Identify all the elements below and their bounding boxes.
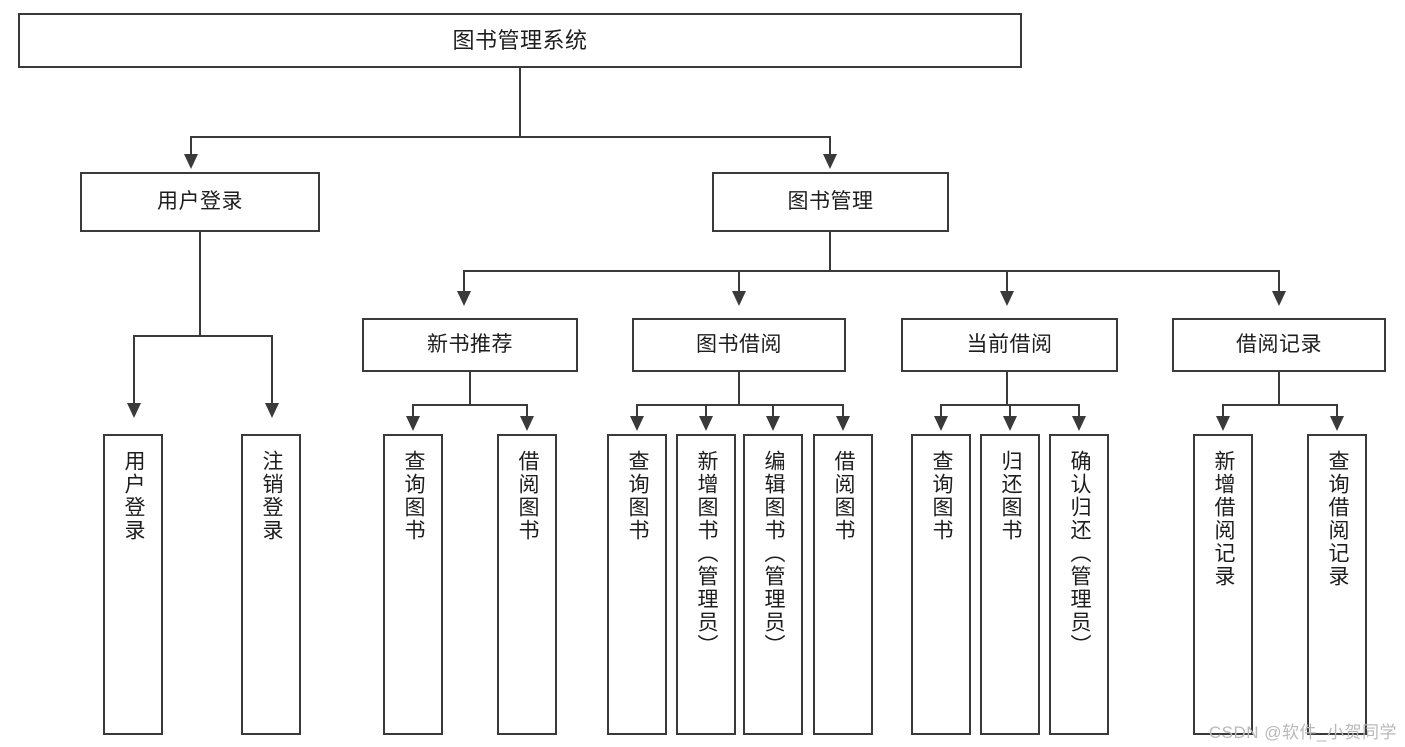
node-label: 新增图书（管理员） bbox=[695, 450, 719, 657]
arrowhead-leaf-borrow-book-1 bbox=[520, 416, 534, 431]
node-label: 图书借阅 bbox=[696, 332, 782, 356]
leaf-borrow-book-recommend[interactable]: 借阅图书 bbox=[497, 434, 557, 735]
connector-level2-bus bbox=[190, 136, 831, 138]
connector-user-login-bus bbox=[133, 335, 273, 337]
node-label: 图书管理系统 bbox=[452, 27, 588, 53]
leaf-query-borrow-record[interactable]: 查询借阅记录 bbox=[1307, 434, 1367, 735]
node-new-book-recommend[interactable]: 新书推荐 bbox=[362, 318, 578, 372]
node-label: 新增借阅记录 bbox=[1212, 450, 1236, 588]
arrowhead-new-book bbox=[457, 291, 471, 306]
node-book-borrow[interactable]: 图书借阅 bbox=[632, 318, 846, 372]
node-label: 新书推荐 bbox=[427, 332, 513, 356]
arrowhead-book-manage bbox=[823, 154, 837, 169]
leaf-logout[interactable]: 注销登录 bbox=[241, 434, 301, 735]
leaf-edit-book-admin[interactable]: 编辑图书（管理员） bbox=[743, 434, 803, 735]
connector-borrow-record-drop-1 bbox=[1222, 404, 1224, 418]
connector-current-borrow-drop-1 bbox=[940, 404, 942, 418]
node-book-management[interactable]: 图书管理 bbox=[712, 172, 949, 232]
arrowhead-leaf-return-book bbox=[1003, 416, 1017, 431]
leaf-borrow-book[interactable]: 借阅图书 bbox=[813, 434, 873, 735]
node-user-login[interactable]: 用户登录 bbox=[80, 172, 320, 232]
node-label: 查询图书 bbox=[626, 450, 650, 542]
arrowhead-user-login bbox=[184, 154, 198, 169]
node-label: 当前借阅 bbox=[966, 332, 1053, 356]
node-label: 用户登录 bbox=[157, 189, 243, 213]
connector-book-borrow-drop-1 bbox=[636, 404, 638, 418]
connector-new-book-bus bbox=[412, 404, 528, 406]
connector-new-book-drop-1 bbox=[412, 404, 414, 418]
connector-book-manage-stem bbox=[829, 232, 831, 272]
arrowhead-book-borrow bbox=[732, 291, 746, 306]
connector-to-new-book bbox=[463, 270, 465, 293]
connector-user-login-drop-2 bbox=[271, 335, 273, 405]
node-label: 借阅图书 bbox=[516, 450, 540, 542]
node-label: 注销登录 bbox=[260, 450, 284, 542]
arrowhead-current-borrow bbox=[1000, 291, 1014, 306]
arrowhead-leaf-add-record bbox=[1216, 416, 1230, 431]
node-borrow-record[interactable]: 借阅记录 bbox=[1172, 318, 1386, 372]
leaf-query-book-recommend[interactable]: 查询图书 bbox=[383, 434, 443, 735]
node-label: 用户登录 bbox=[122, 450, 146, 542]
arrowhead-leaf-query-book-1 bbox=[406, 416, 420, 431]
node-label: 查询图书 bbox=[402, 450, 426, 542]
connector-user-login-drop-1 bbox=[133, 335, 135, 405]
leaf-add-borrow-record[interactable]: 新增借阅记录 bbox=[1193, 434, 1253, 735]
node-label: 查询借阅记录 bbox=[1326, 450, 1350, 588]
arrowhead-leaf-logout bbox=[265, 403, 279, 418]
leaf-return-book[interactable]: 归还图书 bbox=[980, 434, 1040, 735]
connector-borrow-record-stem bbox=[1278, 372, 1280, 405]
connector-book-borrow-drop-4 bbox=[842, 404, 844, 418]
connector-new-book-drop-2 bbox=[526, 404, 528, 418]
connector-current-borrow-stem bbox=[1006, 372, 1008, 405]
connector-to-book-borrow bbox=[738, 270, 740, 293]
node-label: 确认归还（管理员） bbox=[1068, 450, 1092, 657]
connector-current-borrow-drop-2 bbox=[1009, 404, 1011, 418]
leaf-user-login[interactable]: 用户登录 bbox=[103, 434, 163, 735]
csdn-watermark: CSDN @软件_小贺同学 bbox=[1208, 723, 1397, 742]
connector-to-user-login bbox=[190, 136, 192, 156]
connector-book-borrow-bus bbox=[636, 404, 844, 406]
node-label: 编辑图书（管理员） bbox=[762, 450, 786, 657]
connector-book-borrow-drop-3 bbox=[772, 404, 774, 418]
node-label: 借阅记录 bbox=[1236, 332, 1322, 356]
node-label: 查询图书 bbox=[930, 450, 954, 542]
connector-current-borrow-drop-3 bbox=[1078, 404, 1080, 418]
node-root-system[interactable]: 图书管理系统 bbox=[18, 13, 1022, 68]
leaf-add-book-admin[interactable]: 新增图书（管理员） bbox=[676, 434, 736, 735]
arrowhead-leaf-add-book bbox=[699, 416, 713, 431]
connector-level3-bus bbox=[463, 270, 1280, 272]
arrowhead-leaf-query-record bbox=[1330, 416, 1344, 431]
arrowhead-leaf-user-login bbox=[127, 403, 141, 418]
leaf-query-book-current[interactable]: 查询图书 bbox=[911, 434, 971, 735]
connector-new-book-stem bbox=[469, 372, 471, 405]
connector-borrow-record-drop-2 bbox=[1336, 404, 1338, 418]
node-current-borrow[interactable]: 当前借阅 bbox=[901, 318, 1118, 372]
connector-to-book-manage bbox=[829, 136, 831, 156]
arrowhead-leaf-confirm-return bbox=[1072, 416, 1086, 431]
leaf-query-book-borrow[interactable]: 查询图书 bbox=[607, 434, 667, 735]
node-label: 借阅图书 bbox=[832, 450, 856, 542]
leaf-confirm-return-admin[interactable]: 确认归还（管理员） bbox=[1049, 434, 1109, 735]
arrowhead-leaf-edit-book bbox=[766, 416, 780, 431]
node-label: 图书管理 bbox=[787, 189, 874, 213]
arrowhead-leaf-query-book-2 bbox=[630, 416, 644, 431]
arrowhead-leaf-query-book-3 bbox=[934, 416, 948, 431]
connector-root-stem bbox=[519, 68, 521, 137]
arrowhead-borrow-record bbox=[1272, 291, 1286, 306]
connector-borrow-record-bus bbox=[1222, 404, 1338, 406]
connector-to-borrow-record bbox=[1278, 270, 1280, 293]
connector-book-borrow-drop-2 bbox=[705, 404, 707, 418]
connector-to-current-borrow bbox=[1006, 270, 1008, 293]
connector-user-login-stem bbox=[199, 232, 201, 336]
arrowhead-leaf-borrow-book-2 bbox=[836, 416, 850, 431]
connector-book-borrow-stem bbox=[738, 372, 740, 405]
node-label: 归还图书 bbox=[999, 450, 1023, 542]
